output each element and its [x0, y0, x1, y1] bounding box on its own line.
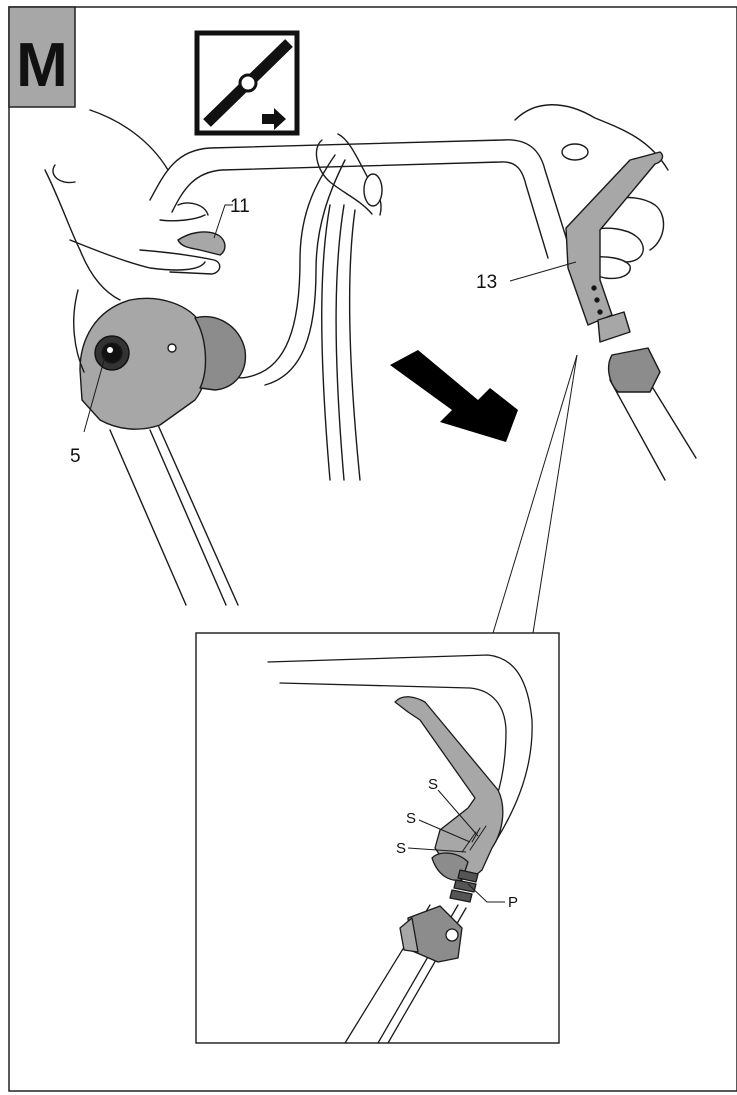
detail-box [195, 632, 560, 1044]
pull-direction-arrow-icon [262, 108, 286, 130]
detail-spring [449, 869, 479, 903]
left-hand [44, 109, 221, 301]
page-frame [8, 6, 737, 1092]
callout-s-2: S [406, 810, 416, 827]
handle-illustration [44, 104, 697, 606]
right-hand [514, 104, 669, 280]
callout-leaders-upper [83, 204, 577, 433]
figure-letter: M [16, 31, 68, 100]
safety-lever [177, 231, 226, 256]
zoom-lines [492, 354, 578, 634]
figure-letter-badge: M [8, 6, 76, 108]
callout-s-1: S [428, 776, 438, 793]
height-adjuster [565, 151, 664, 326]
callout-13: 13 [476, 272, 497, 293]
upper-clamp [607, 347, 661, 393]
blade-direction-icon [194, 30, 300, 136]
lower-handle-tube-right [609, 379, 697, 481]
callout-5: 5 [70, 446, 81, 467]
lower-handle-tube-left [109, 424, 239, 606]
callout-11: 11 [230, 196, 250, 217]
callout-leaders-detail [407, 789, 505, 903]
pull-arrow [390, 350, 518, 442]
power-cable [227, 154, 361, 481]
callout-p: P [508, 894, 518, 911]
callout-s-3: S [396, 840, 406, 857]
